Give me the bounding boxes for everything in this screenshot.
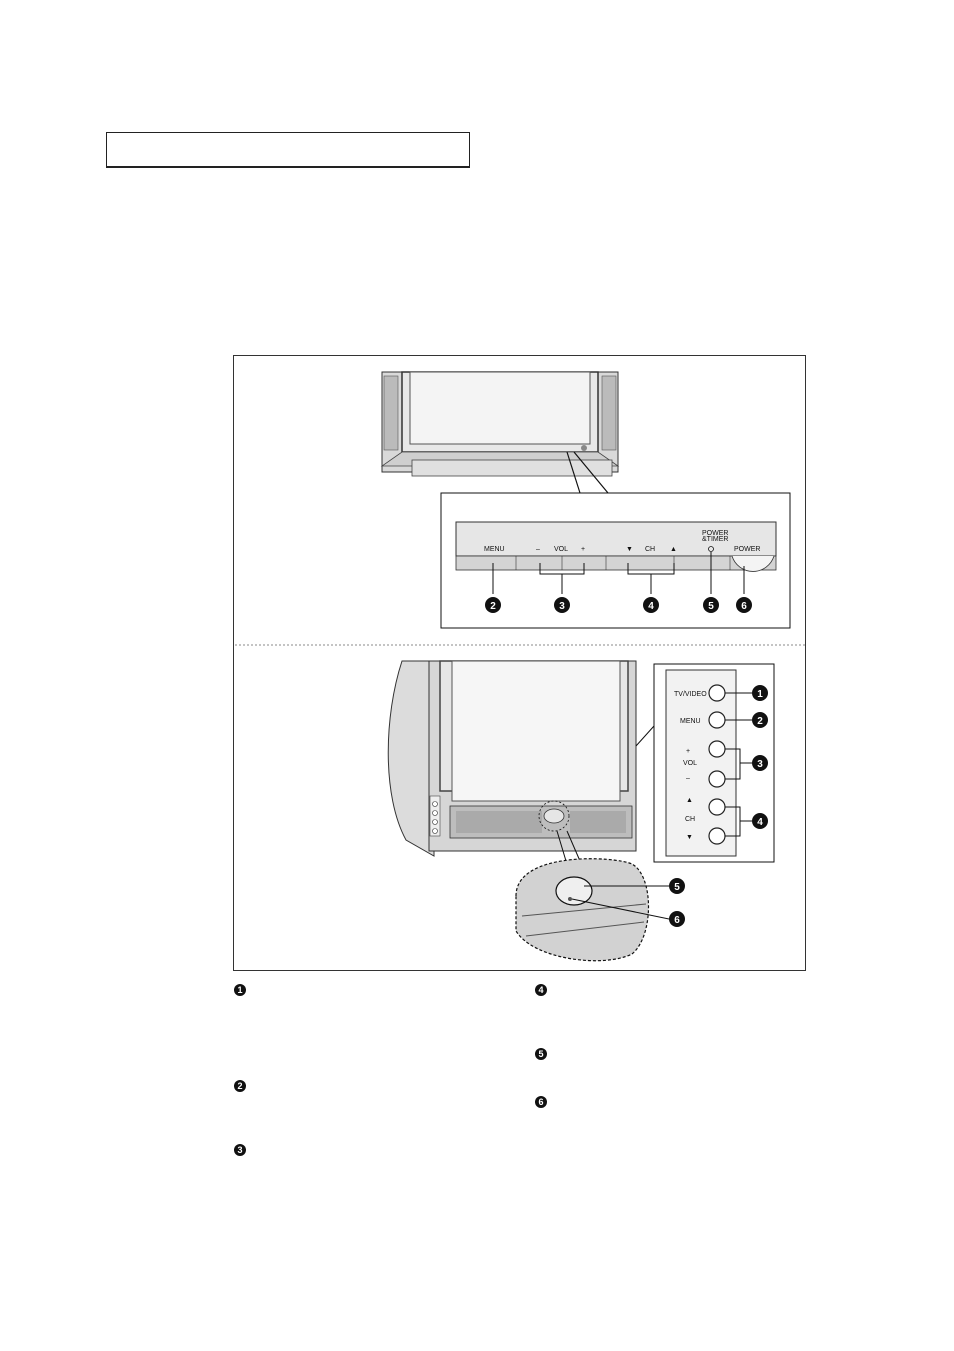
svg-text:6: 6 — [674, 915, 680, 926]
side-label-tv-video: TV/VIDEO — [674, 691, 707, 698]
legend-number-6: 6 — [535, 1096, 547, 1108]
side-button-tv-video[interactable] — [708, 684, 726, 702]
power-timer-led — [708, 546, 714, 552]
svg-text:1: 1 — [757, 689, 763, 700]
top-callout-2: 2 — [485, 597, 501, 613]
panel-label-power: POWER — [734, 546, 760, 553]
side-button-vol-down[interactable] — [708, 770, 726, 788]
side-button-ch-down[interactable] — [708, 827, 726, 845]
zoom-callout-6: 6 — [669, 911, 685, 927]
side-callout-3: 3 — [752, 755, 768, 771]
legend-number-5: 5 — [535, 1048, 547, 1060]
zoomed-timer-led — [568, 897, 572, 901]
side-button-vol-up[interactable] — [708, 740, 726, 758]
zoom-callout-5: 5 — [669, 878, 685, 894]
section-title-box — [106, 132, 470, 168]
svg-text:3: 3 — [559, 601, 565, 612]
panel-label-vol-plus: + — [581, 546, 585, 553]
panel-label-power-timer-1: POWER — [702, 530, 728, 537]
top-callout-6: 6 — [736, 597, 752, 613]
panel-label-ch-up: ▲ — [670, 546, 677, 553]
top-callout-5: 5 — [703, 597, 719, 613]
side-callout-2: 2 — [752, 712, 768, 728]
top-control-panel: MENU – VOL + ▼ CH ▲ POWER &TIMER POWER 2 — [440, 492, 791, 629]
side-button-menu[interactable] — [708, 711, 726, 729]
side-label-vol-plus: + — [686, 748, 690, 755]
panel-label-vol: VOL — [554, 546, 568, 553]
legend-number-1: 1 — [234, 984, 246, 996]
svg-text:5: 5 — [674, 882, 680, 893]
side-label-vol-minus: – — [686, 775, 690, 782]
svg-text:4: 4 — [757, 817, 763, 828]
side-label-ch-up: ▲ — [686, 797, 693, 804]
top-callout-3: 3 — [554, 597, 570, 613]
svg-text:3: 3 — [757, 759, 763, 770]
side-label-ch: CH — [685, 816, 695, 823]
top-callout-4: 4 — [643, 597, 659, 613]
legend-number-4: 4 — [535, 984, 547, 996]
panel-label-vol-minus: – — [536, 546, 540, 553]
tv-front-panel-figure: MENU – VOL + ▼ CH ▲ POWER &TIMER POWER 2 — [233, 355, 806, 971]
top-tv-illustration — [380, 371, 620, 477]
panel-label-ch: CH — [645, 546, 655, 553]
side-control-panel: TV/VIDEO MENU + VOL – ▲ CH ▼ 1 — [653, 663, 775, 863]
power-button-zoom: 5 6 — [515, 858, 685, 962]
svg-text:4: 4 — [648, 601, 654, 612]
side-button-ch-up[interactable] — [708, 798, 726, 816]
side-label-ch-down: ▼ — [686, 834, 693, 841]
panel-label-power-timer-2: &TIMER — [702, 536, 728, 543]
svg-text:2: 2 — [490, 601, 496, 612]
zoomed-power-button[interactable] — [555, 876, 593, 906]
svg-text:5: 5 — [708, 601, 714, 612]
side-callout-1: 1 — [752, 685, 768, 701]
side-label-vol: VOL — [683, 760, 697, 767]
bottom-tv-illustration — [387, 660, 637, 857]
svg-text:6: 6 — [741, 601, 747, 612]
legend-number-3: 3 — [234, 1144, 246, 1156]
side-callout-4: 4 — [752, 813, 768, 829]
panel-label-ch-down: ▼ — [626, 546, 633, 553]
svg-text:2: 2 — [757, 716, 763, 727]
figure-illustration: MENU – VOL + ▼ CH ▲ POWER &TIMER POWER 2 — [235, 371, 806, 962]
side-label-menu: MENU — [680, 718, 701, 725]
panel-label-menu: MENU — [484, 546, 505, 553]
legend-number-2: 2 — [234, 1080, 246, 1092]
